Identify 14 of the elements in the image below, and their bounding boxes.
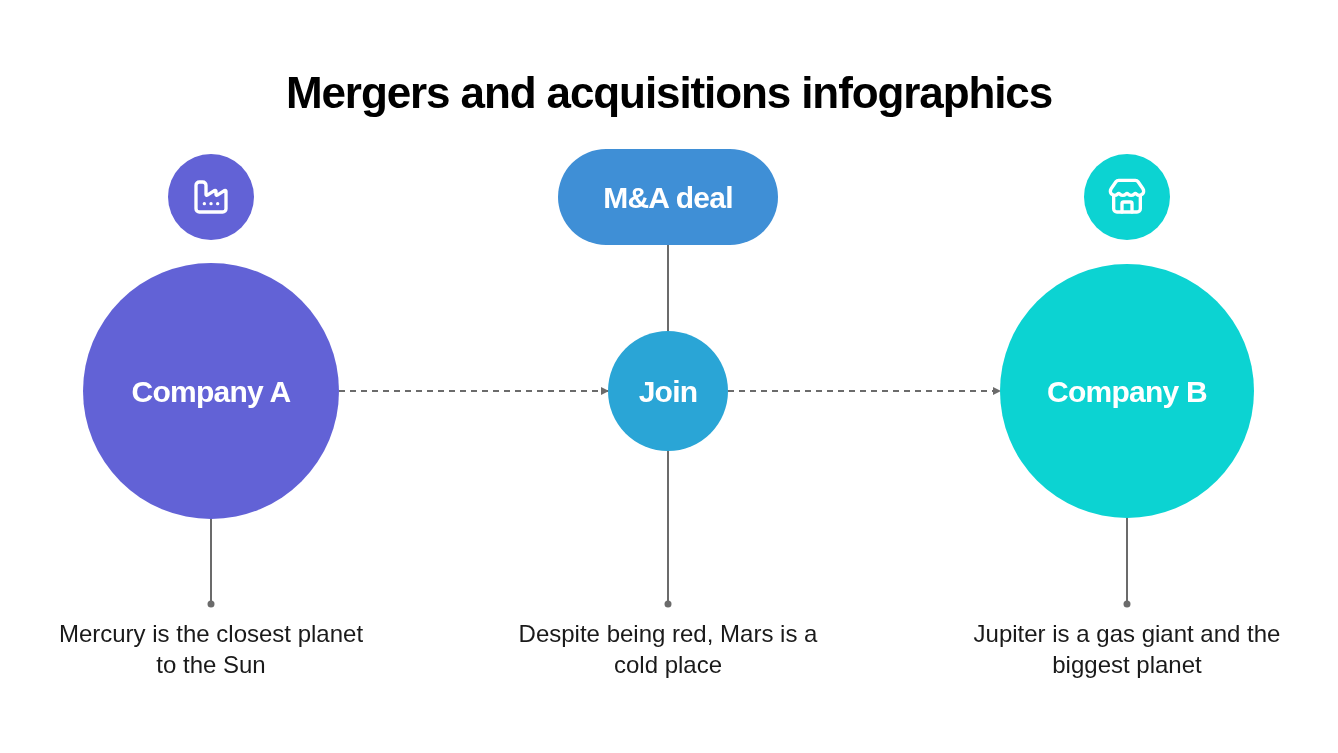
description-text: Despite being red, Mars is a cold place	[508, 618, 828, 680]
connector	[667, 244, 669, 332]
leader-line	[1123, 517, 1131, 608]
title: Mergers and acquisitions infographics	[284, 67, 1054, 119]
connector	[727, 387, 1001, 395]
leader-line	[207, 518, 215, 608]
node-label: Company B	[1047, 373, 1207, 410]
node-label: M&A deal	[603, 179, 733, 216]
leader-line	[664, 450, 672, 608]
connector	[338, 387, 609, 395]
description-text: Mercury is the closest planet to the Sun	[51, 618, 371, 680]
description-text: Jupiter is a gas giant and the biggest planet	[967, 618, 1287, 680]
node-label: Company A	[131, 373, 291, 410]
node-label: Join	[638, 373, 698, 410]
